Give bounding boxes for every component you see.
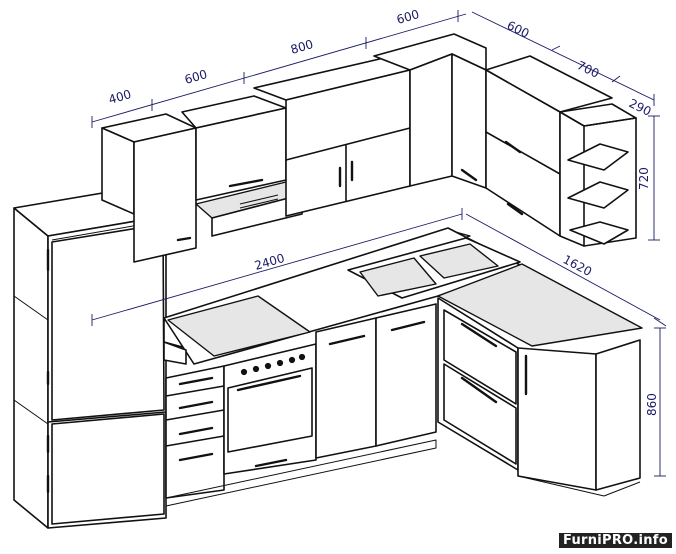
dim-2400: 2400 <box>253 251 286 273</box>
dim-860: 860 <box>645 393 659 416</box>
dimension-lines <box>91 10 667 477</box>
upper-cabinets-right <box>485 55 613 237</box>
dim-600-corner: 600 <box>395 7 421 27</box>
upper-cabinets-left <box>101 57 411 263</box>
base-cabinets-left <box>163 227 523 507</box>
refrigerator <box>13 187 167 529</box>
open-shelf-unit <box>559 103 637 247</box>
base-cabinets-right <box>437 263 643 497</box>
upper-cabinet-corner <box>373 33 487 189</box>
dim-400: 400 <box>107 87 133 107</box>
dim-700: 700 <box>575 58 602 81</box>
watermark: FurniPRO.info <box>558 533 672 548</box>
dim-600-right: 600 <box>505 18 532 41</box>
dim-800: 800 <box>289 37 315 57</box>
dim-600-left: 600 <box>183 67 209 87</box>
dim-720: 720 <box>637 167 651 190</box>
